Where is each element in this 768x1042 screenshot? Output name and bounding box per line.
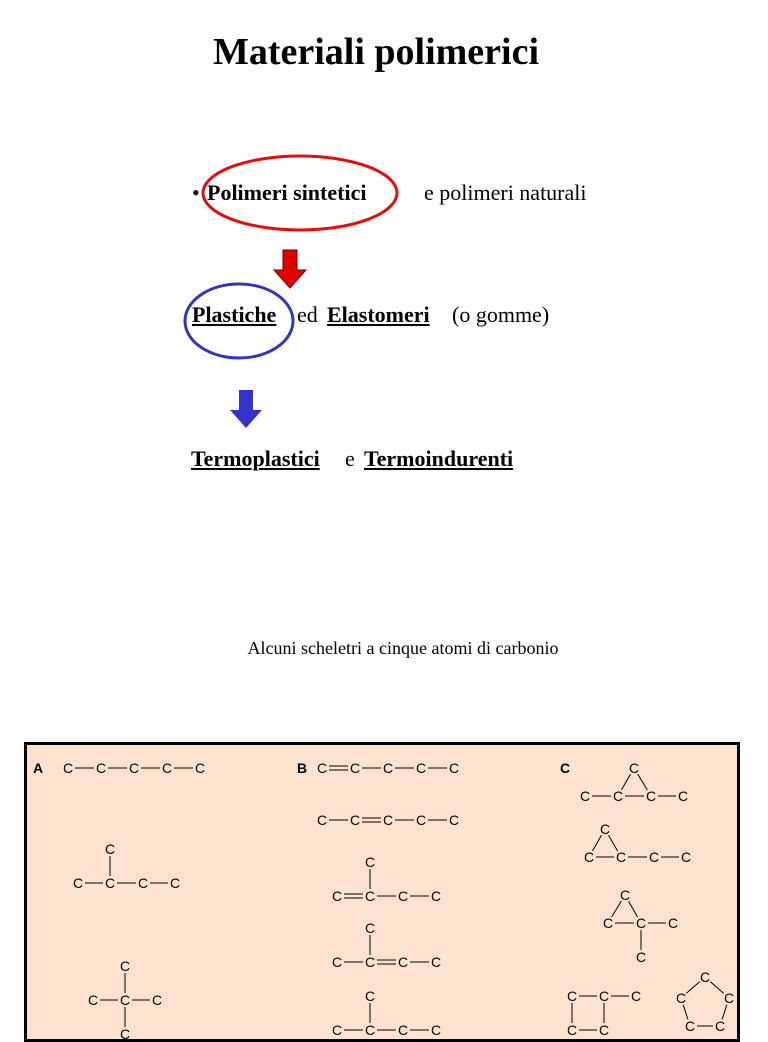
carbon-atom: C xyxy=(700,969,710,985)
carbon-atom: C xyxy=(724,990,734,1006)
single-bond xyxy=(611,900,622,918)
blue-arrow-down-icon xyxy=(230,390,262,428)
carbon-atom: C xyxy=(73,875,83,891)
label-a: A xyxy=(33,760,43,776)
single-bond xyxy=(637,773,648,791)
carbon-atom: C xyxy=(317,812,327,828)
carbon-atom: C xyxy=(685,1018,695,1034)
gomme-text: (o gomme) xyxy=(452,302,550,327)
carbon-atom: C xyxy=(567,988,577,1004)
e-text: e xyxy=(345,446,355,471)
carbon-atom: C xyxy=(383,812,393,828)
carbon-atom: C xyxy=(105,841,115,857)
carbon-atom: C xyxy=(580,788,590,804)
carbon-atom: C xyxy=(195,760,205,776)
single-bond xyxy=(685,981,701,994)
carbon-atom: C xyxy=(416,760,426,776)
carbon-atom: C xyxy=(383,760,393,776)
single-bond xyxy=(709,981,725,994)
carbon-atom: C xyxy=(676,990,686,1006)
carbon-atom: C xyxy=(365,920,375,936)
carbon-atom: C xyxy=(449,812,459,828)
carbon-atom: C xyxy=(449,760,459,776)
page-title: Materiali polimerici xyxy=(212,31,540,73)
carbon-atom: C xyxy=(620,887,630,903)
carbon-atom: C xyxy=(88,992,98,1008)
carbon-atom: C xyxy=(129,760,139,776)
carbon-atom: C xyxy=(152,992,162,1008)
carbon-atom: C xyxy=(631,988,641,1004)
carbon-atom: C xyxy=(668,915,678,931)
carbon-atom: C xyxy=(120,992,130,1008)
carbon-atom: C xyxy=(431,1022,441,1038)
carbon-atom: C xyxy=(398,888,408,904)
single-bond xyxy=(621,773,631,791)
carbon-atom: C xyxy=(603,915,613,931)
carbon-atom: C xyxy=(636,915,646,931)
carbon-atom: C xyxy=(332,888,342,904)
carbon-atom: C xyxy=(646,788,656,804)
annotation-shapes xyxy=(183,154,399,428)
carbon-atom: C xyxy=(365,854,375,870)
carbon-atom: C xyxy=(431,954,441,970)
carbon-atom: C xyxy=(332,1022,342,1038)
carbon-atom: C xyxy=(120,958,130,974)
carbon-atom: C xyxy=(398,954,408,970)
carbon-atom: C xyxy=(629,760,639,776)
elastomeri-text: Elastomeri xyxy=(327,302,430,327)
carbon-atom: C xyxy=(332,954,342,970)
single-bond xyxy=(721,1004,728,1020)
carbon-atom: C xyxy=(584,849,594,865)
carbon-atom: C xyxy=(567,1022,577,1038)
red-ellipse xyxy=(201,154,399,232)
blue-ellipse xyxy=(183,282,295,360)
ed-text: ed xyxy=(297,302,318,327)
carbon-atom: C xyxy=(613,788,623,804)
carbon-atom: C xyxy=(350,812,360,828)
carbon-atom: C xyxy=(599,988,609,1004)
carbon-atom: C xyxy=(616,849,626,865)
red-arrow-down-icon xyxy=(272,249,308,289)
polimeri-naturali-text: e polimeri naturali xyxy=(424,180,587,205)
single-bond xyxy=(592,834,602,852)
carbon-atom: C xyxy=(138,875,148,891)
carbon-atom: C xyxy=(599,1022,609,1038)
plastiche-text: Plastiche xyxy=(192,302,277,327)
carbon-atom: C xyxy=(63,760,73,776)
carbon-atom: C xyxy=(317,760,327,776)
carbon-atom: C xyxy=(365,988,375,1004)
carbon-atom: C xyxy=(678,788,688,804)
carbon-atom: C xyxy=(170,875,180,891)
carbon-atom: C xyxy=(636,949,646,965)
carbon-atom: C xyxy=(365,1022,375,1038)
carbon-atom: C xyxy=(681,849,691,865)
single-bond xyxy=(628,900,638,918)
termoindurenti-text: Termoindurenti xyxy=(364,446,514,471)
carbon-atom: C xyxy=(120,1026,130,1039)
polimeri-sintetici-text: Polimeri sintetici xyxy=(207,180,367,205)
carbon-atom: C xyxy=(365,954,375,970)
carbon-atom: C xyxy=(398,1022,408,1038)
carbon-atom: C xyxy=(600,821,610,837)
carbon-atom: C xyxy=(715,1018,725,1034)
single-bond xyxy=(682,1004,689,1020)
label-c: C xyxy=(560,760,570,776)
termoplastici-text: Termoplastici xyxy=(191,446,320,471)
carbon-atom: C xyxy=(350,760,360,776)
carbon-atom: C xyxy=(431,888,441,904)
carbon-atom: C xyxy=(96,760,106,776)
caption: Alcuni scheletri a cinque atomi di carbo… xyxy=(247,638,559,658)
carbon-atom: C xyxy=(416,812,426,828)
single-bond xyxy=(608,834,618,852)
carbon-atom: C xyxy=(365,888,375,904)
carbon-atom: C xyxy=(162,760,172,776)
label-b: B xyxy=(297,760,307,776)
carbon-atom: C xyxy=(649,849,659,865)
bullet: • xyxy=(192,180,200,205)
carbon-atom: C xyxy=(105,875,115,891)
